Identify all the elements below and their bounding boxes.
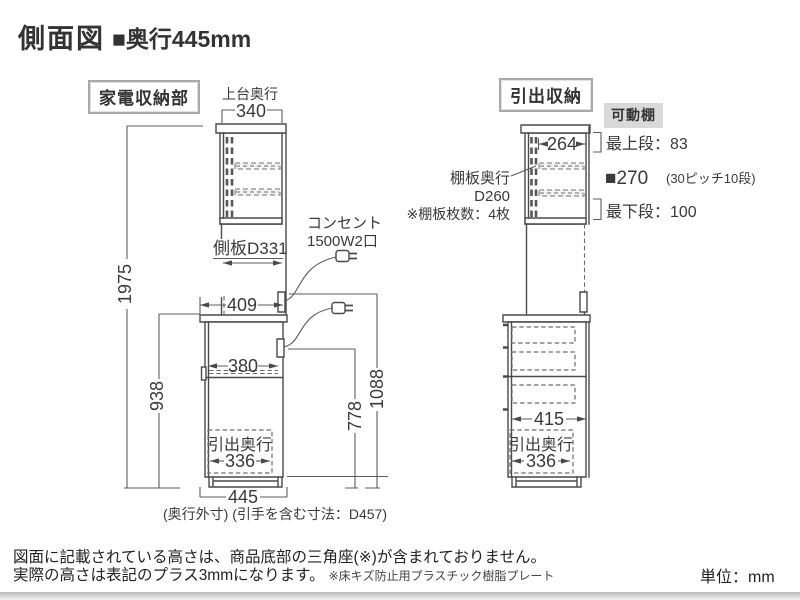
left-panel-edges [220, 132, 287, 316]
right-counter [502, 314, 591, 323]
side-panel-label: 側板D331 [213, 239, 288, 258]
side-panel-text-bg [211, 239, 285, 258]
dim-336-left: 336 [225, 451, 255, 471]
plug-cord-lower [283, 307, 333, 348]
left-door-track [225, 137, 234, 220]
base-depth-caption: (奥行外寸) (引手を含む寸法：D457) [163, 506, 387, 522]
left-lower-details [204, 321, 284, 488]
footnote-line2-sub: ※床キズ防止用プラスチック樹脂プレート [328, 569, 555, 583]
shelf-depth-leader-line [510, 165, 537, 177]
dim-938: 938 [147, 381, 167, 411]
dim-340: 340 [236, 101, 266, 121]
right-door-track [530, 137, 538, 220]
footnote-line2-main: 実際の高さは表記のプラス3mmになります。 [13, 567, 325, 584]
left-drawer-outline [207, 429, 273, 474]
dim-778-line [288, 348, 358, 489]
left-upper-cabinet-body [219, 132, 283, 225]
plug-icon-upper [335, 249, 350, 263]
bottom-step-bracket [593, 198, 602, 221]
upper-depth-label: 上台奥行 [222, 86, 278, 102]
dim-778: 778 [345, 401, 365, 431]
right-top-bottom-boards [520, 124, 591, 225]
plug-prongs-lower [345, 304, 353, 312]
drawer-section-label: 引出収納 [499, 78, 593, 112]
dim-336-right: 336 [526, 451, 556, 471]
dim-1088: 1088 [367, 369, 387, 409]
dim-1975: 1975 [115, 264, 135, 304]
right-drawer-handles [503, 323, 508, 411]
top-step-bracket [593, 131, 602, 153]
right-lower-cabinet-body [507, 321, 587, 478]
top-step-text: 最上段：83 [606, 135, 688, 153]
shelf-count-note: ※棚板枚数：4枚 [406, 206, 510, 222]
right-unit-dimensions: 264 棚板奥行 D260 ※棚板枚数：4枚 最上段：83 ■270 (30ピッ… [406, 131, 756, 471]
left-counter [199, 314, 288, 323]
right-unit-drawing [502, 124, 591, 488]
dim-938-line [156, 313, 200, 489]
left-drawer-handle [200, 366, 207, 381]
dim-380: 380 [228, 356, 258, 376]
shelf-depth-line2: D260 [474, 188, 510, 205]
right-drawer-depth-outline [509, 429, 574, 474]
right-drawer-1 [511, 326, 576, 344]
bottom-divider-bar [0, 592, 800, 600]
shelf-depth-line1: 棚板奥行 [450, 169, 510, 187]
dim-340-bracket [221, 109, 283, 123]
footnote-line2: 実際の高さは表記のプラス3mmになります。※床キズ防止用プラスチック樹脂プレート [13, 563, 554, 585]
dim-445-bracket [199, 487, 288, 498]
pitch-text-big: ■270 [605, 168, 648, 189]
depth-subtitle: ■奥行445mm [112, 26, 252, 52]
right-drawer-depth-label: 引出奥行 [509, 436, 573, 454]
left-unit-dimensions: 上台奥行 340 1975 938 側板D331 コンセント 1500W2口 4… [115, 86, 388, 522]
dim-264: 264 [547, 134, 577, 154]
dim-1975-line [124, 125, 203, 489]
outlet-label-2: 1500W2口 [307, 233, 378, 250]
right-panel-edges [525, 126, 590, 316]
page-title: 側面図 [18, 24, 105, 54]
plug-icon-lower [331, 301, 346, 315]
outlet-label-1: コンセント [307, 215, 382, 232]
pitch-text-small: (30ピッチ10段) [666, 171, 756, 186]
dim-445: 445 [228, 487, 258, 507]
right-drawer-3 [511, 384, 576, 404]
right-drawer-2 [511, 351, 576, 371]
unit-label: 単位：mm [700, 569, 775, 586]
appliance-section-label: 家電収納部 [88, 80, 200, 114]
footnote-line1: 図面に記載されている高さは、商品底部の三角座(※)が含まれておりません。 [13, 549, 546, 566]
bottom-step-text: 最下段：100 [606, 203, 697, 221]
left-unit-drawing [199, 123, 357, 488]
dim-409: 409 [227, 295, 257, 315]
dim-415: 415 [534, 409, 564, 429]
plug-prongs-upper [349, 252, 357, 260]
right-outlet-box [579, 291, 588, 313]
plug-cord-upper [283, 256, 337, 302]
left-lower-cabinet-body [204, 321, 284, 478]
left-slide-shelf-dashed [209, 369, 278, 375]
dim-1088-line [289, 293, 380, 489]
movable-shelf-tag: 可動棚 [604, 103, 663, 128]
left-drawer-depth-label: 引出奥行 [208, 436, 272, 454]
